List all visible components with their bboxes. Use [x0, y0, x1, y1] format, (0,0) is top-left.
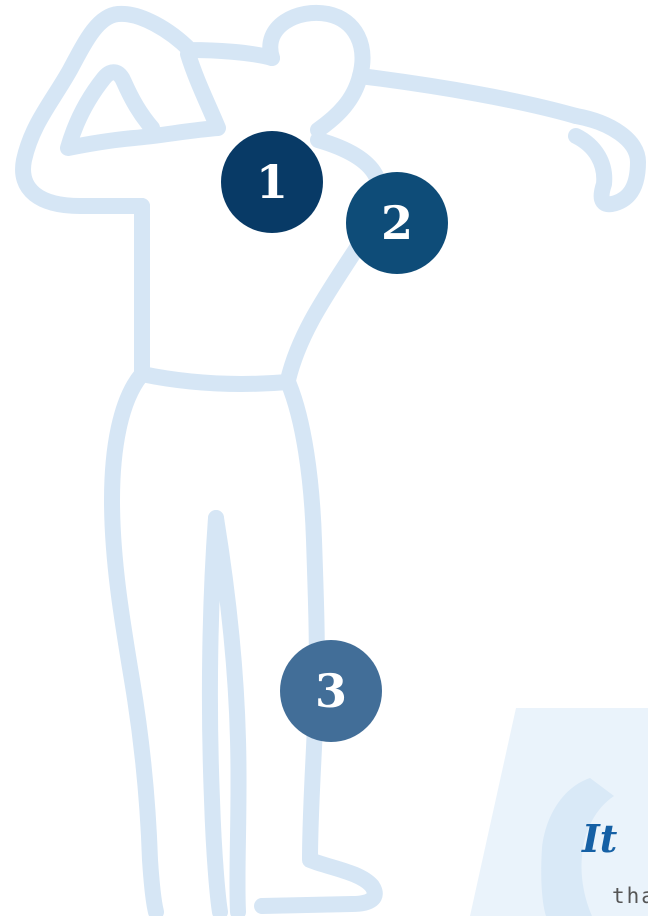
marker-3-label: 3: [315, 668, 347, 714]
marker-2-label: 2: [381, 200, 413, 246]
marker-1[interactable]: 1: [221, 131, 323, 233]
quote-panel: It tha: [470, 708, 648, 916]
marker-1-label: 1: [256, 159, 288, 205]
marker-2[interactable]: 2: [346, 172, 448, 274]
quote-heading: It: [582, 820, 617, 858]
marker-3[interactable]: 3: [280, 640, 382, 742]
quote-subtext: tha: [612, 886, 648, 907]
